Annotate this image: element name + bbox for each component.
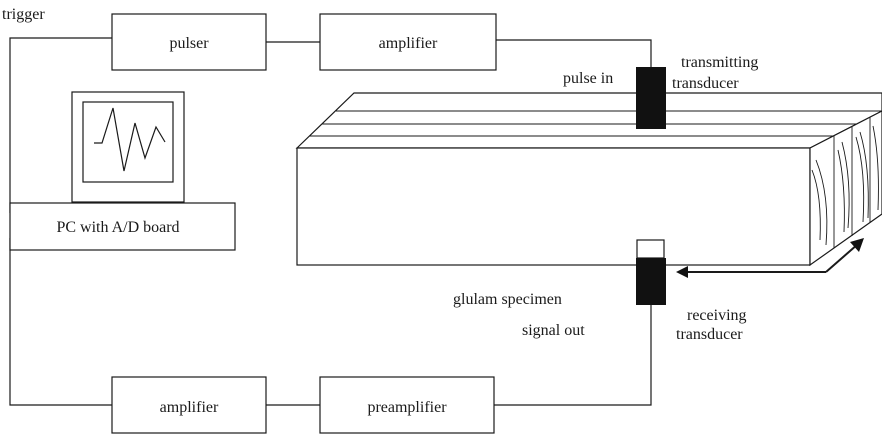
transmitting-transducer bbox=[636, 67, 666, 129]
pulse-in-label: pulse in bbox=[563, 70, 613, 87]
receiving-transducer bbox=[636, 258, 666, 305]
amplifier-bottom-label: amplifier bbox=[160, 399, 219, 416]
signal-out-label: signal out bbox=[522, 322, 585, 339]
return-wire bbox=[9, 238, 112, 406]
monitor-icon bbox=[71, 91, 185, 203]
receiving-transducer-cap bbox=[636, 239, 665, 259]
trigger-wire bbox=[9, 37, 112, 213]
wave-path-arrows bbox=[676, 238, 864, 278]
arrow-up-right-icon bbox=[850, 238, 864, 252]
receiving-transducer-label: transducer bbox=[676, 326, 743, 343]
amplifier-bottom-box: amplifier bbox=[111, 376, 267, 434]
amplifier-top-label: amplifier bbox=[379, 35, 438, 52]
preamplifier-transducer-wire bbox=[494, 304, 652, 406]
trigger-label: trigger bbox=[2, 6, 45, 23]
preamplifier-box: preamplifier bbox=[319, 376, 495, 434]
transmitting-transducer-label: transducer bbox=[672, 75, 739, 92]
glulam-specimen-label: glulam specimen bbox=[453, 291, 562, 308]
transmitting-label: transmitting bbox=[681, 54, 758, 71]
wiring bbox=[9, 37, 652, 406]
waveform-icon bbox=[94, 107, 166, 172]
pulser-label: pulser bbox=[169, 35, 209, 52]
amplifier-transducer-wire bbox=[496, 39, 652, 67]
pulser-box: pulser bbox=[111, 13, 267, 71]
receiving-label: receiving bbox=[687, 307, 747, 324]
arrow-left-icon bbox=[676, 266, 688, 278]
preamplifier-label: preamplifier bbox=[367, 399, 447, 416]
amplifier-top-box: amplifier bbox=[319, 13, 497, 71]
pc-box: PC with A/D board bbox=[9, 202, 236, 251]
pc-label: PC with A/D board bbox=[56, 219, 179, 236]
glulam-specimen bbox=[295, 92, 882, 267]
